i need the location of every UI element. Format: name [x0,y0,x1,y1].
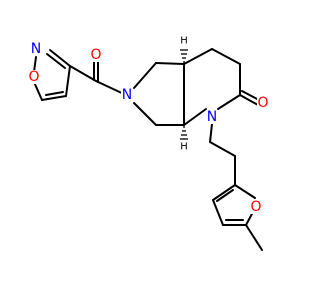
bond-lactam-co-a [239,94,259,106]
atom-n-piperidine: N [122,87,132,103]
bond-n1-ch2 [209,123,213,143]
bond-n1-c8a [183,108,207,126]
atom-label-layer: O N O N H H N O O [28,36,269,215]
bond-n-ch2-up [133,62,157,89]
bond-isoxazole-o-c5 [33,81,43,101]
bond-furan-c2-c3-inner [216,189,234,202]
bond-furan-methyl [245,224,263,251]
atom-n-lactam: N [207,109,217,125]
atom-o-carbonyl: O [90,47,101,63]
stereo-hash-top [180,49,188,63]
atom-o-furan: O [250,199,261,215]
bond-c4a-c4 [183,48,213,65]
bond-furan-c2-c3 [212,184,236,201]
bond-c2-n1 [217,94,241,110]
atom-o-lactam: O [257,95,268,111]
bond-furan-c5-o [245,211,254,226]
bond-ch2-ch2 [209,141,236,157]
bond-lactam-co-b [241,90,260,101]
bond-ch2-c4a [155,62,185,65]
molecule-structure-diagram: O N O N H H N O O [28,36,269,251]
bond-isoxazole-n-o [33,56,37,73]
bond-carbonyl-to-isoxazole [69,65,97,82]
bond-isoxazole-c5-c4-inner [45,91,64,96]
bond-isoxazole-c3-n-inner [46,53,66,69]
atom-h-stereo-top: H [180,36,188,47]
bond-furan-c3-c4 [212,199,224,226]
bond-isoxazole-c5-c4 [41,95,67,101]
bond-layer [33,48,263,251]
bond-isoxazole-c4-c3 [65,65,71,97]
bond-c4-c3 [211,48,241,65]
atom-h-stereo-bottom: H [180,142,188,153]
stereo-hash-bottom [180,126,188,140]
bond-isoxazole-c3-n [49,49,71,67]
bond-furan-o-c2 [234,184,256,199]
bond-n-ch2-down [133,102,157,126]
atom-o-isoxazole: O [28,69,39,85]
atom-n-isoxazole: N [31,41,41,57]
